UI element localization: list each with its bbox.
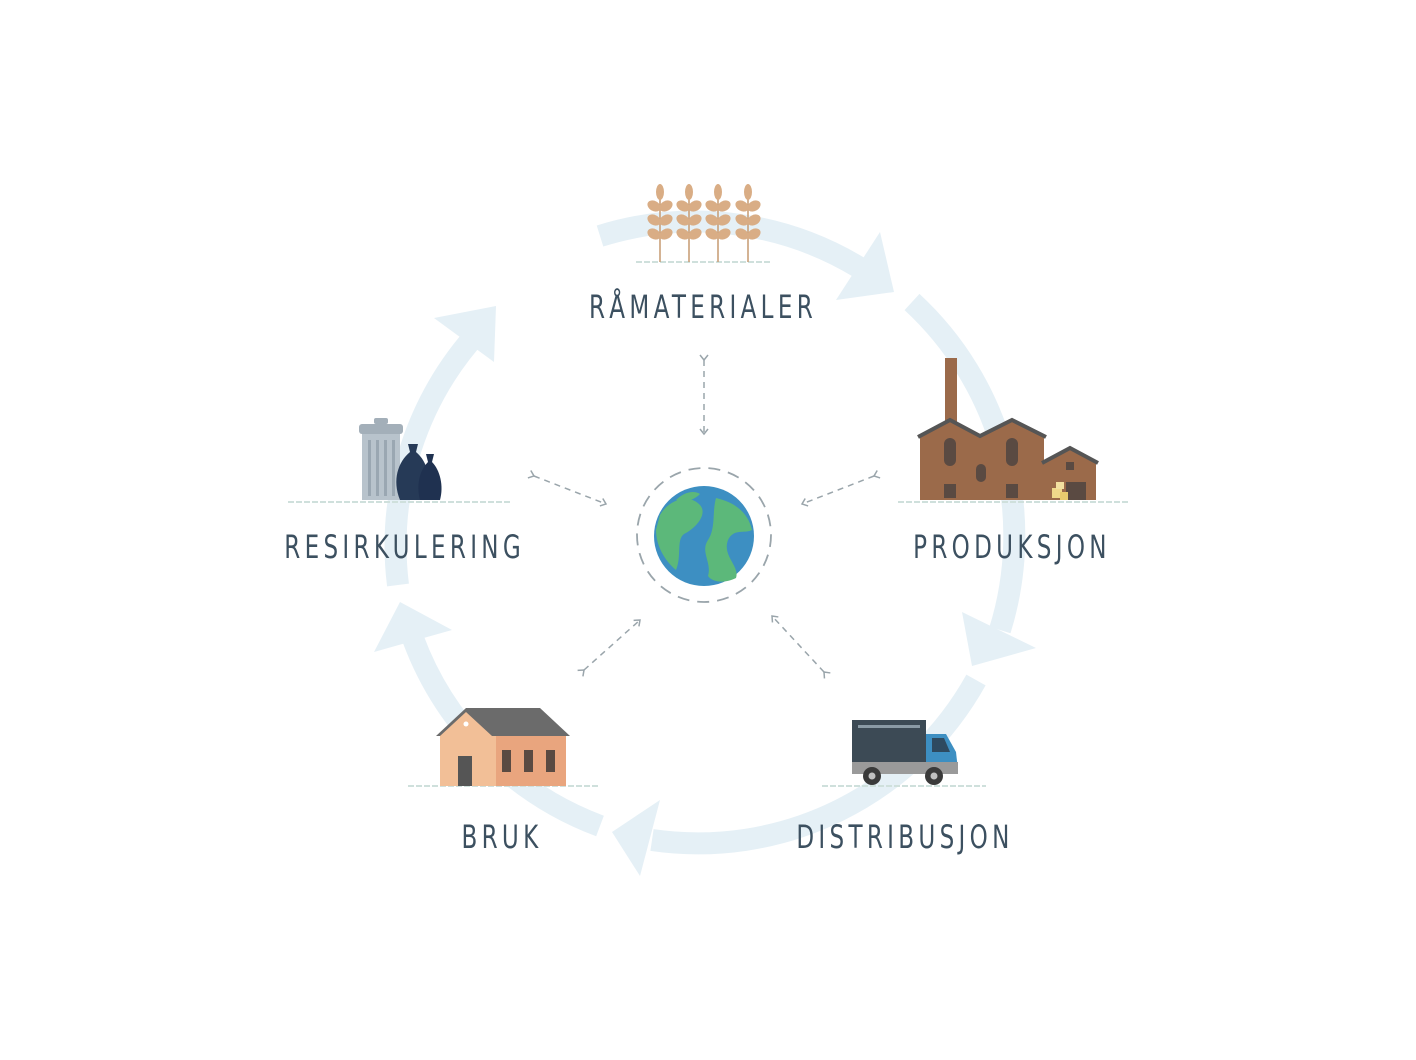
dashed-arrow-distribution [771, 615, 831, 679]
cycle-arrowheads [374, 232, 1036, 876]
arrowhead-raw [434, 306, 496, 362]
dashed-arrow-production [800, 470, 881, 507]
trash-can-icon [359, 418, 442, 500]
arrowhead-production [836, 232, 894, 300]
dashed-arrow-recycling [527, 470, 608, 507]
dashed-arrows [527, 354, 881, 679]
stage-label-raw-materials: RÅMATERIALER [588, 288, 818, 326]
cycle-arrow-distribution-to-use [650, 674, 986, 855]
ground-lines [288, 261, 1128, 787]
truck-icon [852, 720, 958, 785]
stage-label-distribution: DISTRIBUSJON [796, 818, 1014, 856]
dashed-arrow-use [577, 619, 641, 677]
stage-label-production: PRODUKSJON [913, 528, 1111, 566]
stage-label-recycling: RESIRKULERING [284, 528, 526, 566]
arrowhead-use [612, 800, 660, 876]
stage-label-use: BRUK [461, 818, 543, 856]
factory-icon [917, 358, 1099, 500]
wheat-icon [647, 183, 764, 263]
arrowhead-recycling [374, 602, 452, 652]
cycle-arrow-raw-to-production [596, 210, 866, 278]
arrowhead-distribution [962, 612, 1036, 666]
house-icon [436, 708, 570, 786]
globe-icon [636, 467, 772, 603]
